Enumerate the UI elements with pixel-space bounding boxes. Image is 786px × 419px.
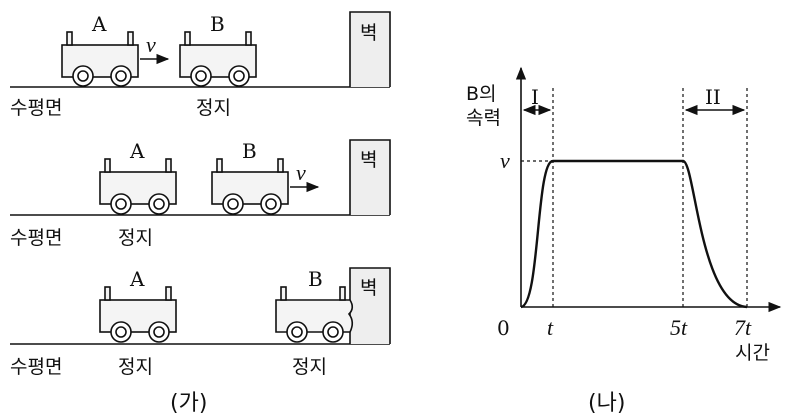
scene-1: 벽 A v B (10, 11, 391, 119)
cart-b-label: B (308, 267, 323, 291)
tick-0: 0 (497, 316, 510, 340)
cart-post (245, 31, 252, 46)
ground-label: 수평면 (10, 97, 62, 119)
wheel (190, 65, 212, 87)
cart-b-compressed: B (275, 267, 354, 343)
wheel (222, 193, 244, 215)
cart-post (66, 31, 73, 46)
wheel-hub (153, 198, 165, 210)
caption-ga: (가) (170, 391, 207, 416)
stopped-label-a: 정지 (118, 356, 153, 378)
velocity-label: v (296, 160, 306, 185)
cart-post (104, 286, 111, 301)
wheel (286, 321, 308, 343)
stopped-label-a: 정지 (118, 227, 153, 249)
wheel-hub (327, 326, 339, 338)
wheel-hub (233, 70, 245, 82)
cart-post (280, 286, 287, 301)
tick-t: t (547, 315, 554, 340)
panel-ga: 벽 A v B (10, 11, 391, 416)
wheel-hub (291, 326, 303, 338)
wall-label: 벽 (360, 22, 377, 44)
wall-label: 벽 (360, 149, 377, 171)
cart-post (339, 286, 346, 301)
wheel (228, 65, 250, 87)
cart-post (165, 286, 172, 301)
wall (349, 11, 391, 87)
cart-a-label: A (91, 12, 107, 36)
stopped-label-b: 정지 (196, 97, 231, 119)
wheel-hub (77, 70, 89, 82)
cart-post (127, 31, 134, 46)
panel-na: B의 속력 시간 I II v 0 t 5t 7t (나) (466, 66, 782, 416)
cart-b-label: B (210, 12, 225, 36)
wheel-hub (227, 198, 239, 210)
wheel (148, 193, 170, 215)
wheel (322, 321, 344, 343)
ground-label: 수평면 (10, 356, 62, 378)
cart-a: A (61, 12, 139, 87)
wheel (110, 65, 132, 87)
cart-a-label: A (129, 139, 145, 163)
cart-post (277, 158, 284, 173)
wheel-hub (115, 198, 127, 210)
cart-post (165, 158, 172, 173)
tick-7t: 7t (734, 315, 752, 340)
tick-5t: 5t (670, 315, 688, 340)
cart-a: A (99, 139, 177, 215)
cart-b-label: B (242, 139, 257, 163)
velocity-label: v (146, 32, 156, 57)
cart-post (216, 158, 223, 173)
wheel (110, 193, 132, 215)
scene-3: 벽 A B 수평면 정지 (10, 267, 391, 378)
cart-post (104, 158, 111, 173)
cart-b: B (179, 12, 257, 87)
wheel-hub (265, 198, 277, 210)
cart-a-label: A (129, 267, 145, 291)
y-axis-label-line1: B의 (466, 83, 497, 105)
wheel (72, 65, 94, 87)
wheel (148, 321, 170, 343)
stopped-label-b: 정지 (292, 356, 327, 378)
wheel (260, 193, 282, 215)
wheel-hub (153, 326, 165, 338)
speed-curve (520, 159, 748, 309)
interval-1-label: I (531, 85, 539, 109)
wheel-hub (115, 70, 127, 82)
caption-na: (나) (588, 391, 625, 416)
wheel (110, 321, 132, 343)
cart-post (184, 31, 191, 46)
x-axis-label: 시간 (735, 342, 770, 364)
y-axis-label-line2: 속력 (466, 107, 501, 129)
v-label: v (500, 148, 510, 173)
wheel-hub (195, 70, 207, 82)
cart-a: A (99, 267, 177, 343)
wall (349, 139, 391, 215)
wheel-hub (115, 326, 127, 338)
cart-b: B (211, 139, 289, 215)
scene-2: 벽 A B v (10, 139, 391, 249)
interval-2-label: II (705, 85, 721, 109)
wall-label: 벽 (360, 277, 377, 299)
ground-label: 수평면 (10, 227, 62, 249)
